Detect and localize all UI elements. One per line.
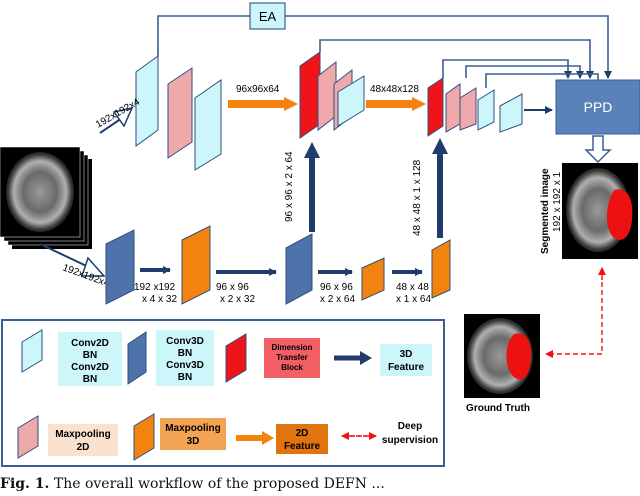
- up-arrow-1-head: [304, 142, 320, 158]
- dim-3d-c-1: 96 x 96: [320, 282, 353, 293]
- ground-truth-image: [464, 314, 540, 398]
- up-3d-size-1: 96 x 96 x 2 x 64: [284, 151, 295, 222]
- top-2d-stack: [135, 55, 222, 171]
- maxpool-arrow-2-head: [412, 97, 426, 111]
- legend-maxpool2d-2: 2D: [77, 442, 90, 453]
- caption-text: The overall workflow of the proposed DEF…: [49, 476, 385, 492]
- dim-3d-c-2: x 2 x 64: [320, 294, 355, 305]
- legend-conv2d-4: BN: [83, 374, 97, 385]
- legend-conv3d-4: BN: [178, 372, 192, 383]
- segmented-image: [562, 163, 638, 259]
- legend-3d-feature-2: Feature: [388, 362, 425, 373]
- maxpool-arrow-1-head: [284, 97, 298, 111]
- legend-dtb-1: Dimension: [272, 343, 313, 352]
- legend-conv3d-1: Conv3D: [166, 336, 204, 347]
- legend-deep-sup-1: Deep: [398, 421, 422, 432]
- ea-label: EA: [259, 9, 277, 24]
- legend-2d-feature-1: 2D: [296, 428, 309, 439]
- input-2d-size: 192x192x4: [94, 96, 142, 130]
- legend-maxpool3d-2: 3D: [187, 436, 200, 447]
- up-3d-size-2: 48 x 48 x 1 x 128: [412, 159, 423, 236]
- dim-3d-b-2: x 2 x 32: [220, 294, 255, 305]
- input-2d-arrow-head: [112, 106, 134, 128]
- legend: Conv2D BN Conv2D BN Conv3D BN Conv3D BN …: [1, 319, 445, 467]
- segmented-caption-1: Segmented image: [540, 168, 551, 254]
- legend-maxpool2d-swatch: [17, 415, 39, 459]
- skip-connection-lines: [157, 15, 612, 88]
- legend-deep-sup-2: supervision: [382, 435, 438, 446]
- legend-dtb-swatch: [225, 333, 247, 383]
- dim-3d-a-2: x 4 x 32: [142, 294, 177, 305]
- legend-conv2d-3: Conv2D: [71, 362, 109, 373]
- legend-conv3d-2: BN: [178, 348, 192, 359]
- figure-caption: Fig. 1. The overall workflow of the prop…: [0, 476, 385, 492]
- legend-maxpool2d-1: Maxpooling: [55, 429, 111, 440]
- segmented-caption-2: 192 x 192 x 1: [552, 172, 563, 232]
- legend-dtb-2: Transfer: [276, 353, 308, 362]
- mid-2d-size-1: 96x96x64: [236, 84, 280, 95]
- dim-3d-d-1: 48 x 48: [396, 282, 429, 293]
- legend-conv3d-3: Conv3D: [166, 360, 204, 371]
- input-brain-stack: [0, 146, 92, 249]
- dim-3d-b-1: 96 x 96: [216, 282, 249, 293]
- legend-conv2d-swatch: [21, 329, 43, 373]
- ea-module: EA: [249, 2, 286, 30]
- bottom-3d-arrows: [140, 266, 423, 276]
- legend-conv2d-1: Conv2D: [71, 338, 109, 349]
- ground-truth-label: Ground Truth: [466, 403, 530, 414]
- up-arrow-2-head: [432, 138, 448, 154]
- supervision-arrow: [545, 282, 603, 358]
- dim-3d-a-1: 192 x192: [134, 282, 176, 293]
- legend-conv2d-2: BN: [83, 350, 97, 361]
- ppd-module: PPD: [555, 79, 640, 135]
- legend-maxpool3d-1: Maxpooling: [165, 423, 221, 434]
- mid-2d-size-2: 48x48x128: [370, 84, 419, 95]
- input-3d-arrow-head: [80, 256, 106, 277]
- caption-prefix: Fig. 1.: [0, 476, 50, 492]
- mid-2d-stack: [299, 51, 365, 139]
- right-2d-stack: [427, 77, 523, 137]
- bottom-3d-blocks: [105, 225, 451, 305]
- legend-conv3d-swatch: [127, 331, 147, 385]
- legend-3d-feature-1: 3D: [400, 349, 413, 360]
- legend-dtb-3: Block: [281, 363, 303, 372]
- legend-maxpool3d-swatch: [133, 413, 155, 461]
- ppd-label: PPD: [584, 99, 613, 115]
- ppd-output-arrow: [584, 135, 612, 164]
- legend-2d-feature-2: Feature: [284, 441, 321, 452]
- dim-3d-d-2: x 1 x 64: [396, 294, 431, 305]
